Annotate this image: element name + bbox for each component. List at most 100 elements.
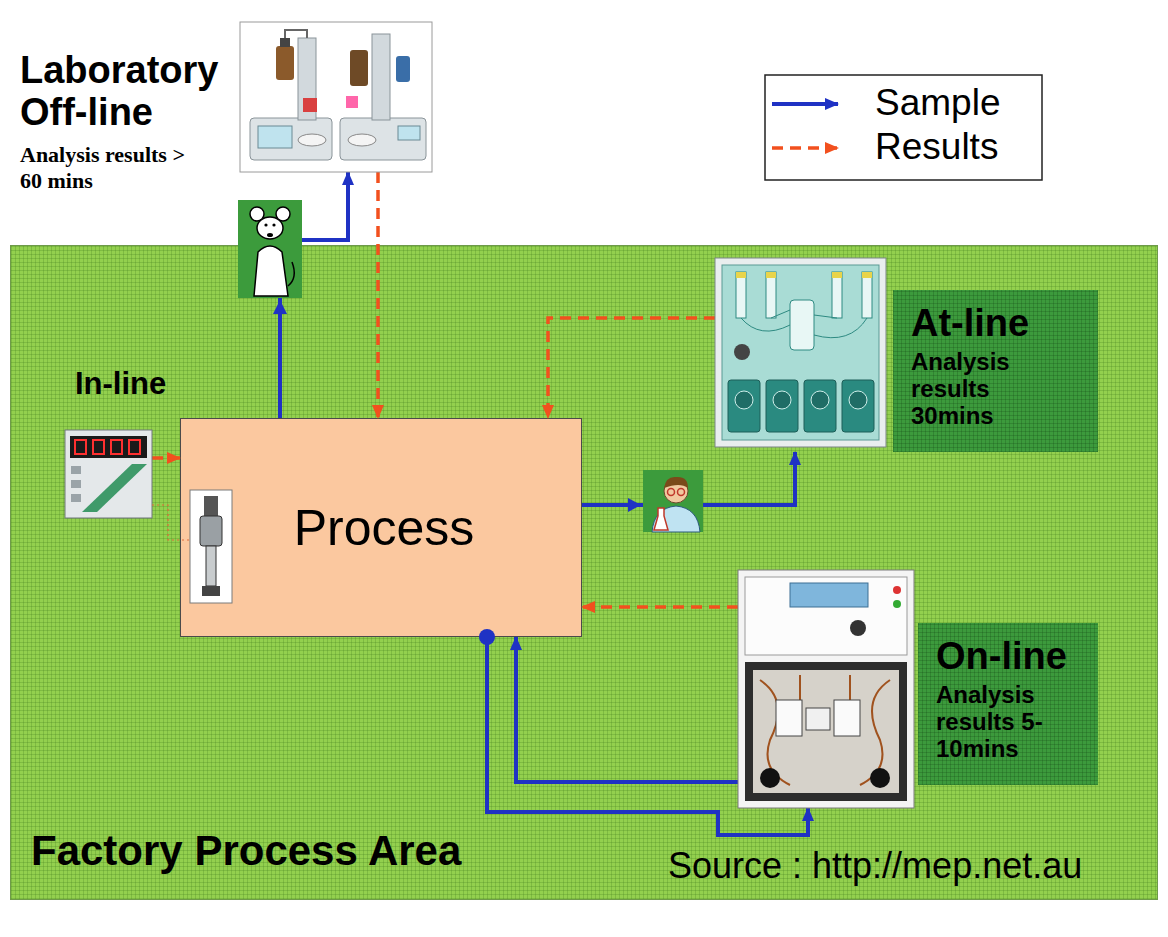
source-credit: Source : http://mep.net.au xyxy=(668,845,1082,886)
area-title: Factory Process Area xyxy=(31,827,461,875)
legend-frame xyxy=(765,75,1042,180)
stage-heading: At-line xyxy=(911,302,1086,344)
at-line-analyser-picture xyxy=(728,380,760,432)
in-line-controller-picture xyxy=(65,430,152,518)
scientist-icon xyxy=(267,233,273,237)
laboratory-titrator-picture xyxy=(398,126,420,140)
on-line-analyser-picture xyxy=(745,577,907,655)
laboratory-titrator-picture xyxy=(372,34,390,120)
at-line-analyser-picture xyxy=(736,272,746,278)
sample-tap-dot xyxy=(479,629,495,645)
laboratory-titrator-picture xyxy=(303,98,317,112)
legend-swatches xyxy=(772,104,838,148)
on-line-analyser-picture xyxy=(790,583,868,607)
in-line-controller-picture xyxy=(82,464,147,512)
timing-note: Analysis results 5- 10mins xyxy=(936,681,1048,762)
in-line-node-text-box: In-line xyxy=(75,366,166,402)
laboratory-titrator-picture xyxy=(340,118,426,160)
laboratory-node: Laboratory Off-lineAnalysis results > 60… xyxy=(240,22,432,172)
in-line-controller-picture xyxy=(111,440,122,454)
laboratory-titrator-picture xyxy=(396,56,410,82)
at-line-analyser-picture xyxy=(862,272,872,278)
results-arrow xyxy=(376,172,380,418)
results-arrow xyxy=(152,456,180,460)
laboratory-titrator-picture xyxy=(240,22,432,172)
on-line-analyser-picture xyxy=(745,662,907,801)
timing-note: Analysis results 30mins xyxy=(911,348,1023,429)
laboratory-titrator-picture xyxy=(298,38,316,120)
process-label: Process xyxy=(288,499,475,557)
sample-arrow xyxy=(280,172,348,418)
in-line-controller-picture xyxy=(71,480,81,488)
laboratory-titrator-picture xyxy=(346,96,358,108)
at-line-analyser-picture xyxy=(741,310,867,338)
laboratory-titrator-picture xyxy=(250,118,332,160)
in-line-sensor-picture xyxy=(190,490,232,603)
in-line-controller-picture xyxy=(129,440,140,454)
laboratory-titrator-picture xyxy=(298,134,326,146)
results-arrow xyxy=(582,605,738,609)
at-line-analyser-picture xyxy=(722,265,879,440)
in-line-sensor-picture xyxy=(202,586,220,596)
process-box-text-box: Process xyxy=(181,419,581,636)
in-line-sensor-picture xyxy=(190,490,232,603)
operator-icon xyxy=(678,489,685,496)
sample-arrowhead xyxy=(628,498,641,512)
at-line-analyser-picture xyxy=(715,258,886,447)
operator-icon xyxy=(664,477,688,488)
laboratory-titrator-picture xyxy=(276,46,294,80)
scientist-icon xyxy=(238,200,302,298)
on-line-analyser-picture xyxy=(893,600,901,608)
on-line-analyser-picture xyxy=(893,586,901,594)
in-line-sensor-picture xyxy=(206,546,216,586)
legend-label: Sample xyxy=(875,82,1000,124)
in-line-controller-picture xyxy=(75,440,86,454)
sample-arrowhead xyxy=(273,300,287,314)
in-line-controller-picture xyxy=(65,430,152,518)
process-box: Process xyxy=(180,418,582,637)
at-line-analyser-picture xyxy=(715,258,886,447)
at-line-analyser-picture xyxy=(735,391,753,409)
scientist-icon xyxy=(238,200,302,298)
stage-heading: Laboratory Off-line xyxy=(20,49,245,133)
at-line-analyser-picture xyxy=(773,391,791,409)
at-line-analyser-picture xyxy=(862,272,872,318)
sample-arrowhead xyxy=(273,300,641,512)
at-line-analyser-picture xyxy=(849,391,867,409)
legend-swatch xyxy=(772,148,838,149)
stage-heading: In-line xyxy=(75,366,166,402)
factory-area-band: Factory Process Area In-lineProcess At-lin… xyxy=(10,245,1158,900)
in-line-controller-picture xyxy=(71,494,81,502)
operator-icon xyxy=(652,506,700,532)
in-line-controller-picture xyxy=(93,440,104,454)
laboratory-titrator-picture xyxy=(285,30,307,38)
scientist-icon xyxy=(264,223,267,226)
stage-heading: On-line xyxy=(936,635,1086,677)
on-line-analyser-picture xyxy=(850,620,866,636)
at-line-analyser-picture xyxy=(766,272,776,278)
connector-group xyxy=(152,172,808,835)
sample-arrow xyxy=(487,637,808,835)
operator-icon xyxy=(654,508,668,530)
sample-arrow xyxy=(516,637,738,782)
operator-icon xyxy=(664,479,688,503)
laboratory-titrator-picture xyxy=(280,38,290,47)
in-line-sensor-picture xyxy=(200,516,222,546)
scientist-icon xyxy=(276,207,290,221)
timing-note: Analysis results > 60 mins xyxy=(20,142,200,194)
legend-swatch xyxy=(772,104,838,105)
at-line-analyser-picture xyxy=(811,391,829,409)
operator-icon xyxy=(668,489,675,496)
sample-arrow xyxy=(582,452,795,505)
scientist-icon xyxy=(254,246,288,296)
on-line-analyser-picture xyxy=(760,768,780,788)
on-line-node: On-lineAnalysis results 5- 10mins xyxy=(738,570,1098,808)
in-line-node: In-line xyxy=(65,430,152,518)
sensor-wire xyxy=(152,505,190,540)
factory-area-band-text-box: Factory Process Area xyxy=(31,827,461,875)
legend-label: Results xyxy=(875,126,998,168)
scientist-icon xyxy=(288,262,294,286)
at-line-analyser-picture xyxy=(842,380,874,432)
laboratory-titrator-picture xyxy=(240,22,432,172)
